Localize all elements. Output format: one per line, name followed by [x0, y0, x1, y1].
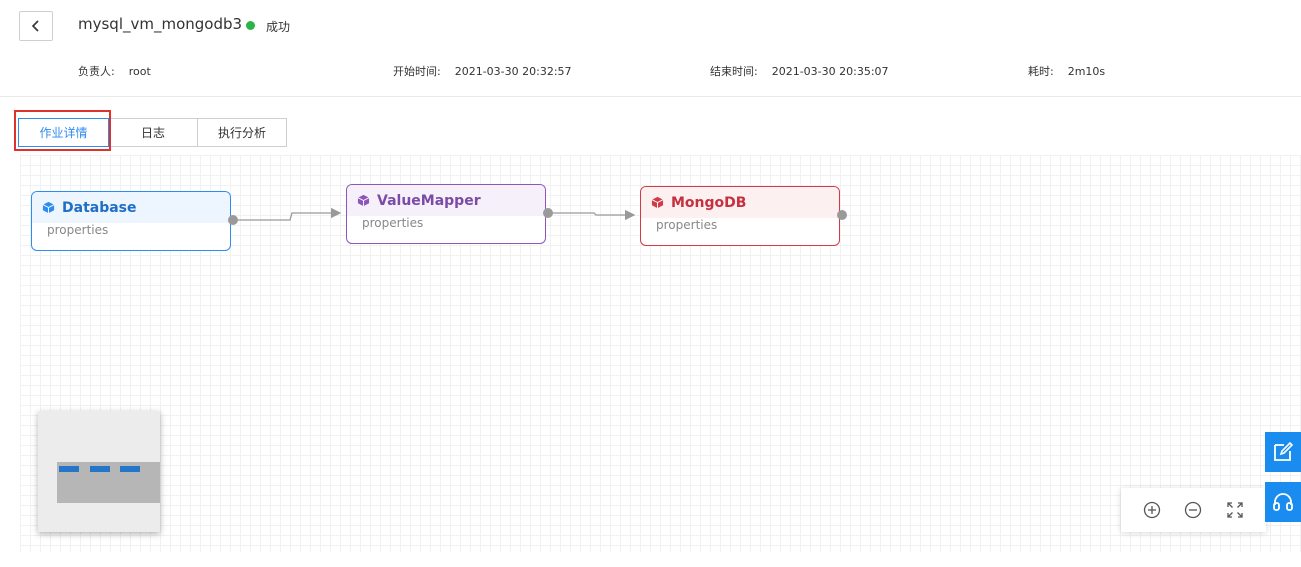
node-header: Database	[32, 192, 230, 223]
minimap-node	[120, 466, 140, 472]
node-title: ValueMapper	[377, 192, 481, 209]
flow-node-valuemapper[interactable]: ValueMapper properties	[346, 184, 546, 244]
end-time-label: 结束时间:	[710, 65, 758, 78]
minimap-node	[59, 466, 79, 472]
output-port[interactable]	[837, 210, 847, 220]
node-header: MongoDB	[641, 187, 839, 218]
meta-duration: 耗时: 2m10s	[1028, 63, 1105, 79]
zoom-out-button[interactable]	[1182, 499, 1204, 521]
duration-value: 2m10s	[1067, 65, 1106, 78]
minimap[interactable]	[38, 411, 160, 532]
fit-screen-icon	[1227, 502, 1243, 518]
node-header: ValueMapper	[347, 185, 545, 216]
tab-job-details[interactable]: 作业详情	[18, 118, 109, 147]
node-title: MongoDB	[671, 194, 747, 211]
cube-icon	[357, 194, 370, 207]
start-time-value: 2021-03-30 20:32:57	[454, 65, 572, 78]
zoom-controls	[1121, 488, 1266, 532]
owner-value: root	[128, 65, 151, 78]
chevron-left-icon	[31, 20, 39, 32]
meta-end-time: 结束时间: 2021-03-30 20:35:07	[710, 63, 889, 79]
status-text: 成功	[266, 20, 291, 34]
end-time-value: 2021-03-30 20:35:07	[771, 65, 889, 78]
edit-button[interactable]	[1265, 432, 1301, 472]
fit-screen-button[interactable]	[1224, 499, 1246, 521]
tab-logs[interactable]: 日志	[108, 118, 198, 147]
node-properties: properties	[362, 216, 424, 230]
headset-icon	[1273, 493, 1293, 511]
output-port[interactable]	[228, 215, 238, 225]
node-properties: properties	[656, 218, 718, 232]
output-port[interactable]	[543, 208, 553, 218]
cube-icon	[651, 196, 664, 209]
flow-node-mongodb[interactable]: MongoDB properties	[640, 186, 840, 246]
zoom-in-button[interactable]	[1141, 499, 1163, 521]
back-button[interactable]	[19, 11, 53, 41]
minimap-node	[90, 466, 110, 472]
zoom-in-icon	[1143, 501, 1160, 519]
edit-icon	[1274, 441, 1294, 461]
support-button[interactable]	[1265, 482, 1301, 522]
start-time-label: 开始时间:	[393, 65, 441, 78]
status-dot	[246, 21, 255, 30]
tab-bar: 作业详情 日志 执行分析	[18, 118, 287, 147]
meta-start-time: 开始时间: 2021-03-30 20:32:57	[393, 63, 572, 79]
cube-icon	[42, 201, 55, 214]
owner-label: 负责人:	[78, 65, 115, 78]
header-divider	[0, 96, 1301, 97]
zoom-out-icon	[1185, 501, 1202, 519]
tab-execution-analysis[interactable]: 执行分析	[197, 118, 287, 147]
flow-node-database[interactable]: Database properties	[31, 191, 231, 251]
meta-owner: 负责人: root	[78, 63, 151, 79]
duration-label: 耗时:	[1028, 65, 1054, 78]
node-properties: properties	[47, 223, 109, 237]
job-title: mysql_vm_mongodb3	[78, 15, 243, 33]
node-title: Database	[62, 199, 137, 216]
